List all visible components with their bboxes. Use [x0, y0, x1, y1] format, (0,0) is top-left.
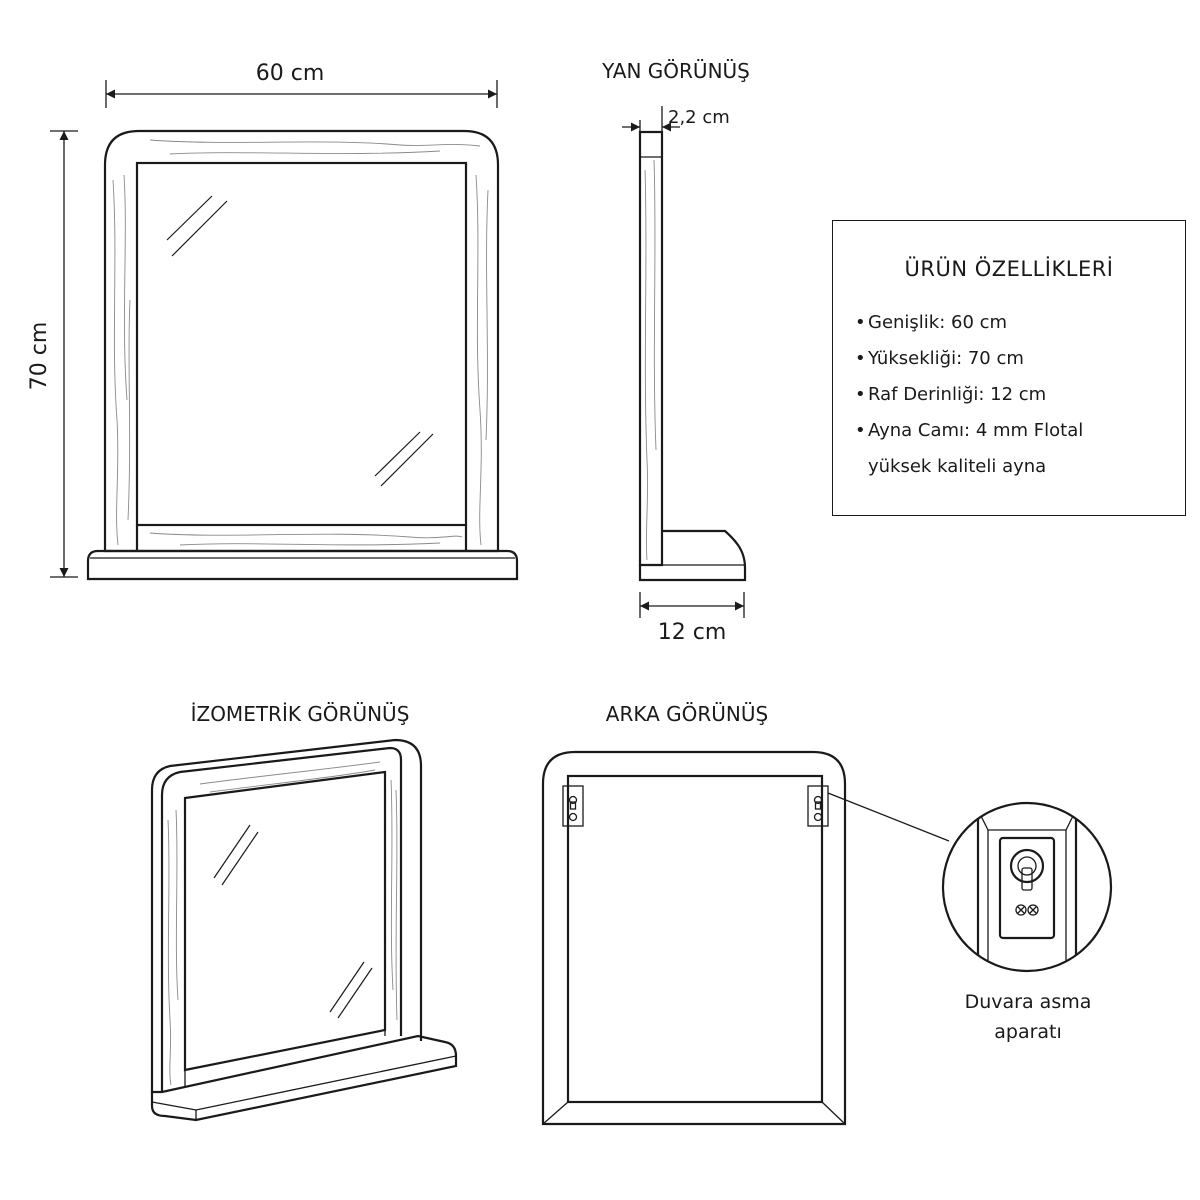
mirror-frame: [103, 129, 500, 553]
detail-caption-line1: Duvara asma: [965, 991, 1092, 1013]
side-panel: [638, 130, 664, 567]
detail-caption-line2: aparatı: [994, 1021, 1062, 1043]
width-dimension: 60 cm: [105, 61, 498, 108]
hanging-bracket-left: [562, 785, 584, 827]
height-label: 70 cm: [27, 322, 52, 391]
specs-title: ÜRÜN ÖZELLİKLERİ: [904, 257, 1114, 281]
spec-glass: Ayna Camı: 4 mm Flotal: [868, 420, 1084, 441]
wall-hanger-detail: Duvara asma aparatı: [941, 801, 1113, 1043]
spec-item-continuation: yüksek kaliteli ayna: [855, 449, 1083, 485]
spec-shelf-depth: Raf Derinliği: 12 cm: [868, 384, 1047, 405]
shelf: [86, 549, 519, 581]
mirror-glass: [135, 161, 468, 527]
thickness-dimension: 2,2 cm: [622, 106, 730, 132]
back-view-title: ARKA GÖRÜNÜŞ: [606, 702, 768, 726]
depth-dimension: 12 cm: [639, 592, 745, 645]
side-view-title: YAN GÖRÜNÜŞ: [601, 59, 750, 83]
spec-item: •Raf Derinliği: 12 cm: [855, 384, 1047, 405]
detail-leader-line: [827, 792, 950, 842]
spec-item: •Yüksekliği: 70 cm: [855, 348, 1024, 369]
thickness-label: 2,2 cm: [668, 107, 730, 128]
product-specs-panel: ÜRÜN ÖZELLİKLERİ •Genişlik: 60 cm •Yükse…: [832, 220, 1186, 516]
spec-height: Yüksekliği: 70 cm: [868, 348, 1024, 369]
specs-list: •Genişlik: 60 cm •Yüksekliği: 70 cm •Raf…: [855, 305, 1083, 485]
height-dimension: 70 cm: [27, 130, 78, 578]
back-frame: [541, 750, 847, 1126]
wood-grain: [112, 139, 489, 546]
front-view: 60 cm 70 cm: [27, 61, 519, 581]
side-shelf: [638, 529, 747, 582]
spec-glass-continuation: yüksek kaliteli ayna: [868, 456, 1047, 477]
depth-label: 12 cm: [658, 620, 727, 645]
spec-width: Genişlik: 60 cm: [868, 312, 1008, 333]
back-view: ARKA GÖRÜNÜŞ: [541, 702, 950, 1126]
spec-item: •Genişlik: 60 cm: [855, 312, 1008, 333]
back-panel: [566, 774, 824, 1104]
width-label: 60 cm: [256, 61, 325, 86]
isometric-glass: [183, 770, 387, 1072]
isometric-view-title: İZOMETRİK GÖRÜNÜŞ: [191, 702, 410, 726]
isometric-view: İZOMETRİK GÖRÜNÜŞ: [150, 702, 458, 1122]
hanging-bracket-right: [807, 785, 829, 827]
spec-item: •Ayna Camı: 4 mm Flotal: [855, 420, 1084, 441]
glass-reflection: [166, 195, 434, 487]
isometric-shelf: [150, 1034, 458, 1122]
side-view: YAN GÖRÜNÜŞ 2,2 cm 12 cm: [601, 59, 750, 645]
